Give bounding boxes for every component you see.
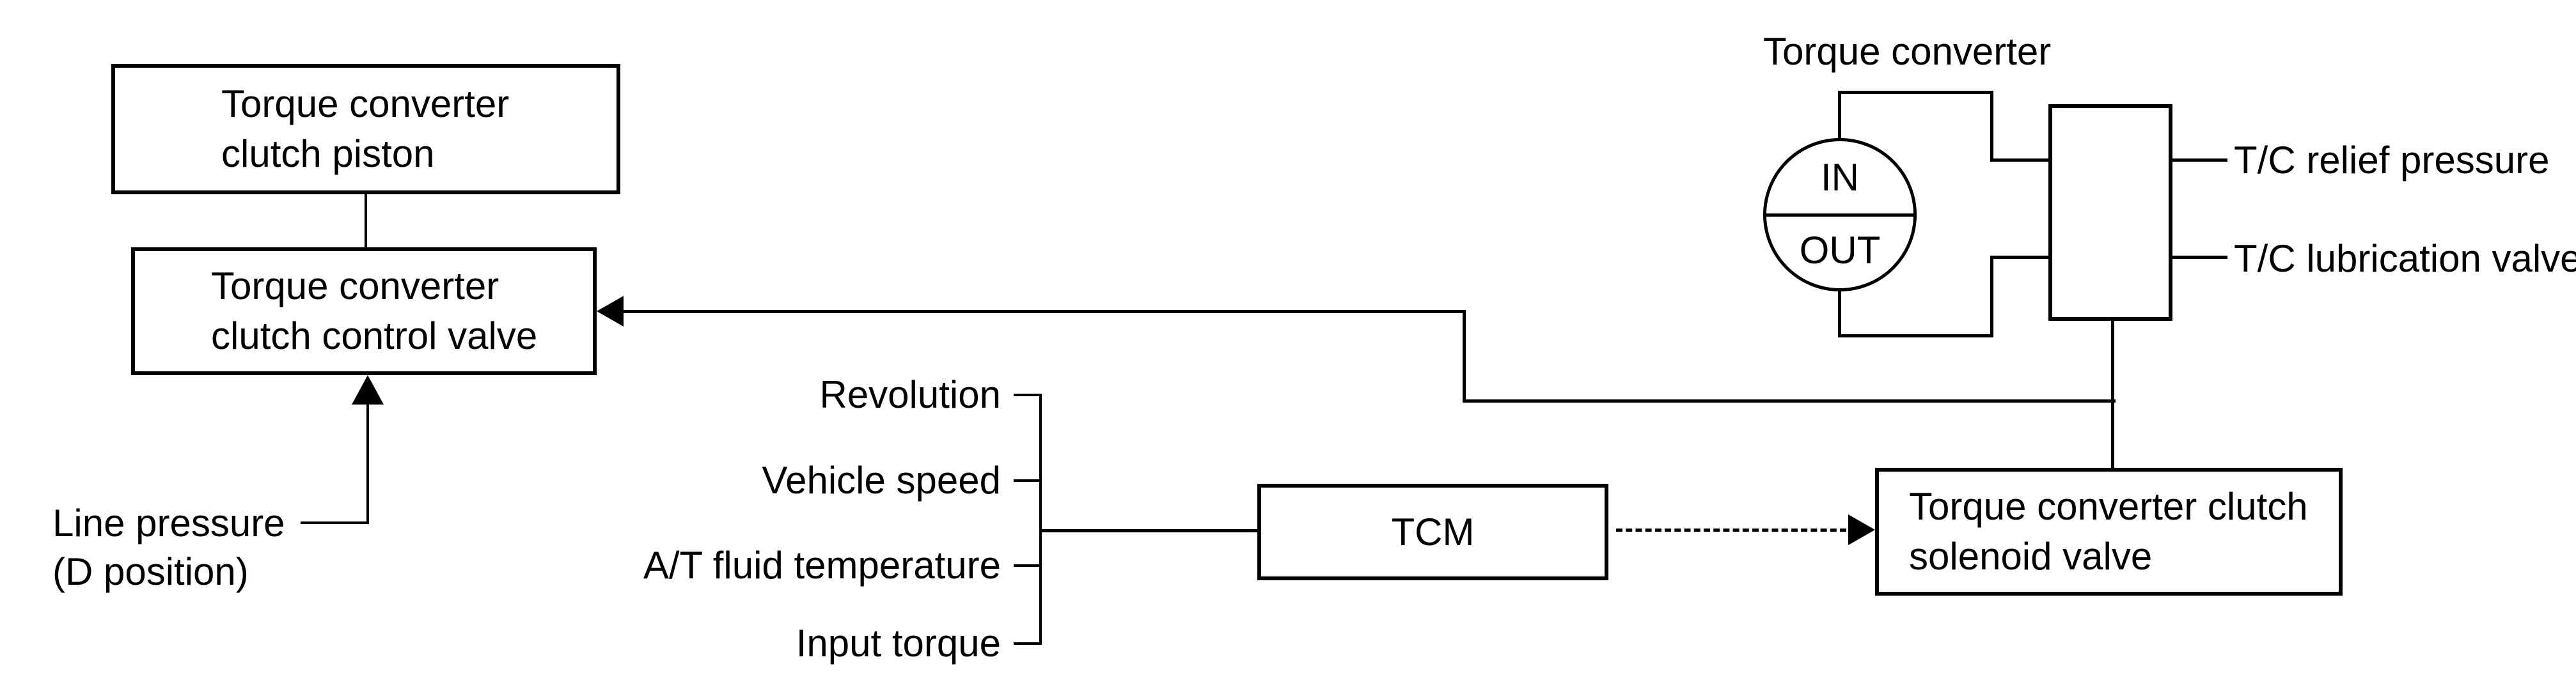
tc-relief-pressure-label: T/C relief pressure xyxy=(2234,139,2550,181)
box-torque-converter-clutch-control-valve: Torque converter clutch control valve xyxy=(131,247,597,375)
connector-circle-bottom-vertical xyxy=(1838,289,1841,337)
box-piston-text-line2: clutch piston xyxy=(221,132,435,175)
box-solenoid-text-line2: solenoid valve xyxy=(1909,535,2153,578)
input-label-at-fluid-temperature: A/T fluid temperature xyxy=(643,544,1001,587)
box-torque-converter-clutch-piston: Torque converter clutch piston xyxy=(111,64,620,194)
tick-vehicle-speed xyxy=(1014,479,1042,482)
box-tcm: TCM xyxy=(1257,484,1608,580)
torque-converter-title: Torque converter xyxy=(1763,30,2052,73)
connector-circle-bottom-horizontal xyxy=(1838,334,1993,337)
tcm-to-solenoid-arrowhead xyxy=(1848,514,1875,545)
torque-converter-in-label: IN xyxy=(1821,156,1859,199)
line-pressure-riser xyxy=(366,403,369,524)
control-valve-input-line-horizontal xyxy=(624,310,1466,313)
tc-relief-pressure-line xyxy=(2172,158,2227,162)
feedback-line-vertical xyxy=(1463,310,1466,403)
line-pressure-position-label: (D position) xyxy=(52,550,249,593)
box-torque-converter-clutch-solenoid-valve: Torque converter clutch solenoid valve xyxy=(1875,468,2343,596)
circle-divider-line xyxy=(1766,213,1913,217)
connector-circle-bottom-into-rect xyxy=(1990,256,2051,259)
sensor-bus-line xyxy=(1039,394,1042,645)
line-pressure-arrowhead xyxy=(352,375,384,405)
box-control-valve-text-line1: Torque converter xyxy=(211,265,499,307)
box-control-valve-text-line2: clutch control valve xyxy=(211,314,538,357)
connector-circle-bottom-rise xyxy=(1990,256,1993,337)
connector-rect-to-solenoid xyxy=(2111,321,2114,469)
tick-revolution xyxy=(1014,394,1042,396)
connector-circle-top-into-rect xyxy=(1990,158,2051,162)
input-label-revolution: Revolution xyxy=(819,373,1001,416)
box-piston-text-line1: Torque converter xyxy=(221,82,510,125)
tc-lubrication-valve-label: T/C lubrication valve xyxy=(2234,237,2576,280)
tick-input-torque xyxy=(1014,642,1042,645)
tc-lubrication-valve-line xyxy=(2172,256,2227,259)
tick-at-fluid-temperature xyxy=(1014,564,1042,567)
connector-circle-top-horizontal xyxy=(1838,91,1993,94)
line-pressure-tick xyxy=(301,521,368,524)
torque-converter-out-label: OUT xyxy=(1799,229,1881,272)
connector-circle-top-drop xyxy=(1990,91,1993,162)
torque-converter-circuit-rect xyxy=(2048,104,2172,321)
tcm-to-solenoid-dashed-line xyxy=(1616,529,1846,532)
control-valve-input-arrowhead xyxy=(597,296,624,327)
box-solenoid-text-line1: Torque converter clutch xyxy=(1909,485,2308,528)
feedback-line-lower-horizontal xyxy=(1463,399,2116,403)
connector-circle-top-vertical xyxy=(1838,91,1841,141)
bus-to-tcm-line xyxy=(1039,529,1257,532)
box-tcm-text: TCM xyxy=(1391,510,1475,553)
input-label-vehicle-speed: Vehicle speed xyxy=(762,459,1001,502)
connector-piston-to-control-valve xyxy=(365,194,367,247)
input-label-input-torque: Input torque xyxy=(796,622,1001,665)
line-pressure-label: Line pressure xyxy=(52,502,285,544)
